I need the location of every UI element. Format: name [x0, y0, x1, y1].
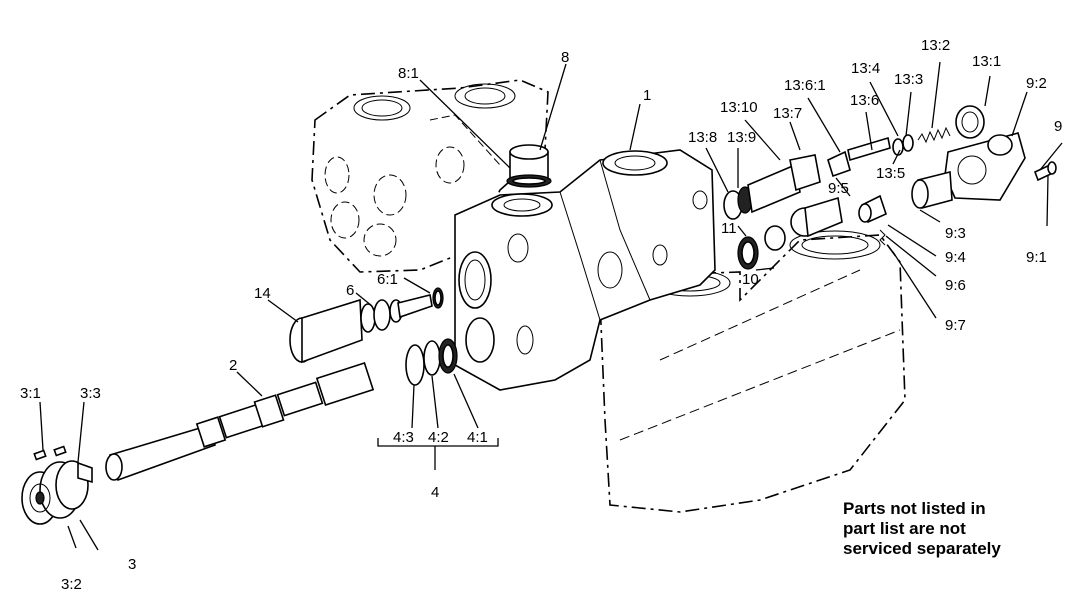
label-6-1: 6:1	[377, 271, 398, 288]
leader-lines	[39, 61, 1063, 551]
label-13-7: 13:7	[773, 105, 802, 122]
label-9-4: 9:4	[945, 249, 966, 266]
label-11: 11	[721, 220, 737, 237]
label-8-1: 8:1	[398, 65, 419, 82]
cover-9	[858, 132, 1057, 246]
label-13-3: 13:3	[894, 71, 923, 88]
label-13-5: 13:5	[876, 165, 905, 182]
plug-14	[289, 287, 444, 364]
part-labels: 1 2 3 3:1 3:2 3:3 4 4:1 4:2 4:3 6 6:1 8 …	[20, 37, 1062, 593]
label-3-3: 3:3	[80, 385, 101, 402]
label-9-2: 9:2	[1026, 75, 1047, 92]
label-9-3: 9:3	[945, 225, 966, 242]
label-4-3: 4:3	[393, 429, 414, 446]
label-6: 6	[346, 282, 354, 299]
note-line-1: Parts not listed in	[843, 499, 986, 518]
seal-kit-4	[405, 338, 458, 386]
note-line-2: part list are not	[843, 519, 966, 538]
cap-3	[21, 445, 93, 525]
label-13-4: 13:4	[851, 60, 880, 77]
label-13-1: 13:1	[972, 53, 1001, 70]
relief-valve-13	[723, 105, 985, 220]
label-9-7: 9:7	[945, 317, 966, 334]
label-4: 4	[431, 484, 439, 501]
phantom-section-lower-right	[599, 230, 906, 513]
label-13-8: 13:8	[688, 129, 717, 146]
service-note: Parts not listed in part list are not se…	[843, 499, 1001, 558]
label-9: 9	[1054, 118, 1062, 135]
label-13-6-1: 13:6:1	[784, 77, 826, 94]
plug-8	[506, 144, 552, 188]
label-3-1: 3:1	[20, 385, 41, 402]
label-1: 1	[643, 87, 651, 104]
label-3-2: 3:2	[61, 576, 82, 593]
rings-10-11	[737, 196, 843, 270]
label-4-2: 4:2	[428, 429, 449, 446]
valve-body-main	[454, 149, 716, 391]
label-13-9: 13:9	[727, 129, 756, 146]
label-13-10: 13:10	[720, 99, 758, 116]
label-3: 3	[128, 556, 136, 573]
label-9-5: 9:5	[828, 180, 849, 197]
label-13-2: 13:2	[921, 37, 950, 54]
label-8: 8	[561, 49, 569, 66]
label-9-1: 9:1	[1026, 249, 1047, 266]
label-4-1: 4:1	[467, 429, 488, 446]
label-10: 10	[742, 271, 759, 288]
label-13-6: 13:6	[850, 92, 879, 109]
spool-2	[105, 361, 375, 482]
label-9-6: 9:6	[945, 277, 966, 294]
label-14: 14	[254, 285, 271, 302]
label-2: 2	[229, 357, 237, 374]
note-line-3: serviced separately	[843, 539, 1001, 558]
